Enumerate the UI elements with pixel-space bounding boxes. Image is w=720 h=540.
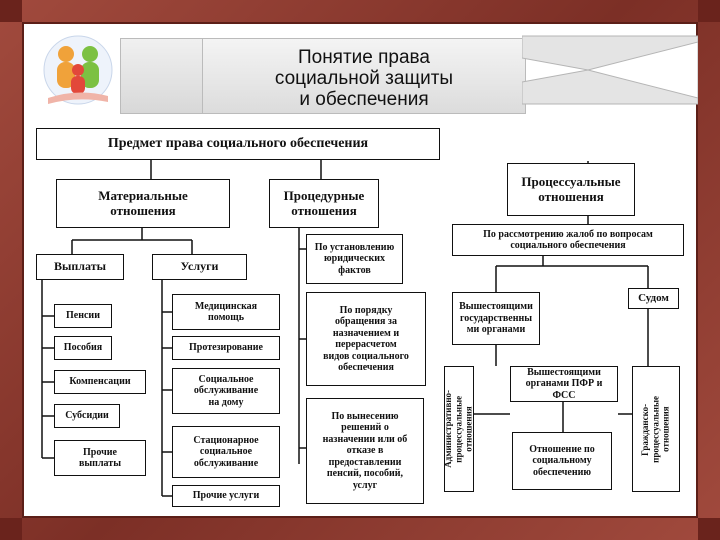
node-higher-state-bodies: Вышестоящими государственны ми органами [452,292,540,345]
slide-canvas: Понятие права социальной защиты и обеспе… [22,22,698,518]
node-stationary-service: Стационарное социальное обслуживание [172,426,280,478]
title-ribbon-left [120,38,206,114]
node-legal-facts: По установлению юридических фактов [306,234,403,284]
node-civil-processual: Гражданско- процессуальные отношения [632,366,680,492]
node-other-payments: Прочие выплаты [54,440,146,476]
node-material-relations: Материальные отношения [56,179,230,228]
node-benefits: Пособия [54,336,112,360]
connector-lines [41,160,649,497]
node-decision: По вынесению решений о назначении или об… [306,398,424,504]
node-admin-processual: Административно- процессуальные отношени… [443,366,475,492]
node-other-services: Прочие услуги [172,485,280,507]
node-medical-help: Медицинская помощь [172,294,280,330]
family-logo-icon [43,35,113,105]
node-social-security-relation: Отношение по социальному обеспечению [512,432,612,490]
node-admin-processual-label: Административно- процессуальные отношени… [443,390,475,468]
frame-corner [0,518,22,540]
node-subject: Предмет права социального обеспечения [36,128,440,160]
node-complaints: По рассмотрению жалоб по вопросам социал… [452,224,684,256]
frame-corner [0,0,22,22]
slide-header: Понятие права социальной защиты и обеспе… [22,22,698,124]
node-payments: Выплаты [36,254,124,280]
node-processual-relations: Процессуальные отношения [507,163,635,216]
node-services: Услуги [152,254,247,280]
node-pensions: Пенсии [54,304,112,328]
frame-corner [698,518,720,540]
slide-title: Понятие права социальной защиты и обеспе… [274,47,454,110]
node-procedural-relations: Процедурные отношения [269,179,379,228]
node-subsidies: Субсидии [54,404,120,428]
node-appeal-order: По порядку обращения за назначением и пе… [306,292,426,386]
title-banner: Понятие права социальной защиты и обеспе… [202,38,526,114]
node-prosthetics: Протезирование [172,336,280,360]
node-court: Судом [628,288,679,309]
node-civil-processual-label: Гражданско- процессуальные отношения [640,395,672,463]
title-arrow-decoration [522,35,698,105]
frame-corner [698,0,720,22]
node-home-service: Социальное обслуживание на дому [172,368,280,414]
node-compensations: Компенсации [54,370,146,394]
node-pfr-fss: Вышестоящими органами ПФР и ФСС [510,366,618,402]
